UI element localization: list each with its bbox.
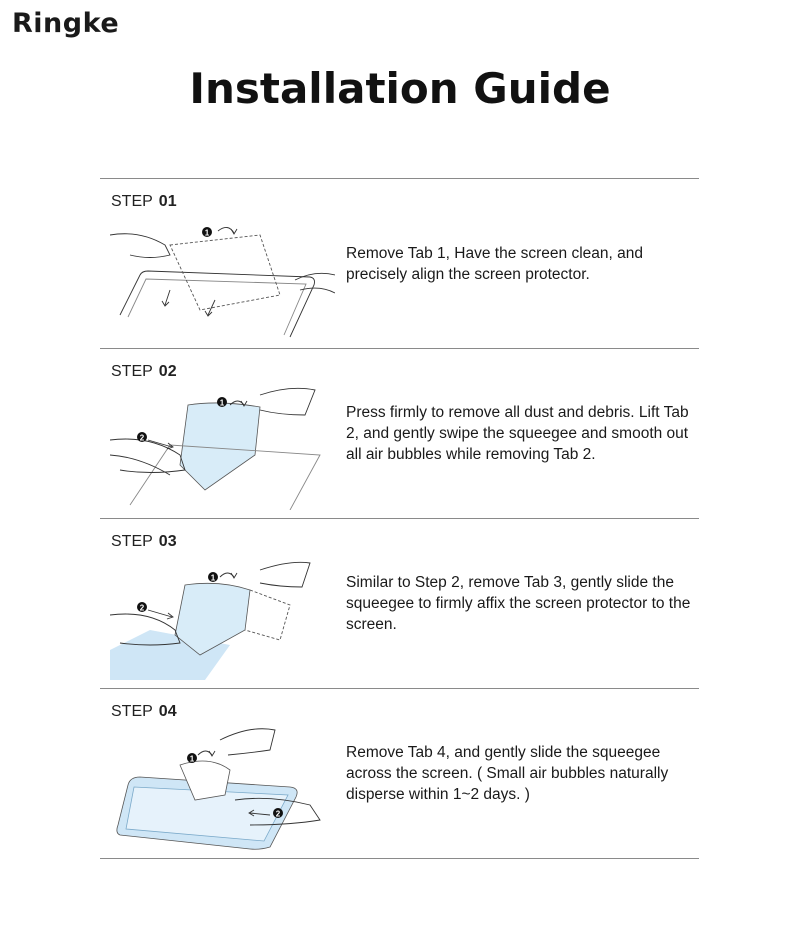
step-2-word: STEP: [111, 363, 153, 380]
marker-1-text: 1: [190, 755, 195, 764]
step-1-text: Remove Tab 1, Have the screen clean, and…: [346, 244, 643, 283]
step-4-word: STEP: [111, 703, 153, 720]
step-3-word: STEP: [111, 533, 153, 550]
step-4-description: Remove Tab 4, and gently slide the squee…: [346, 689, 696, 858]
step-4-illustration: 1 2: [116, 728, 321, 850]
step-3-description: Similar to Step 2, remove Tab 3, gently …: [346, 519, 696, 688]
marker-2-text: 2: [140, 604, 145, 613]
marker-1-text: 1: [211, 574, 216, 583]
step-3-label: STEP 03: [111, 533, 177, 551]
step-3-illustration: 1 2: [110, 561, 311, 680]
step-3-text: Similar to Step 2, remove Tab 3, gently …: [346, 574, 691, 633]
marker-1: [187, 753, 197, 763]
step-1-description: Remove Tab 1, Have the screen clean, and…: [346, 179, 696, 348]
marker-1: [208, 572, 218, 582]
step-1-word: STEP: [111, 193, 153, 210]
steps-list: STEP 01 1 Remove Tab 1, Have the screen c…: [100, 178, 699, 859]
step-2: STEP 02 1 2 Press firmly to remove all du…: [100, 348, 699, 518]
marker-2-text: 2: [140, 434, 145, 443]
step-3: STEP 03 1 2 Similar to Step 2, remove Tab…: [100, 518, 699, 688]
step-4-number: 04: [158, 703, 177, 720]
marker-2-text: 2: [276, 810, 281, 819]
marker-2: [273, 808, 283, 818]
step-2-illustration: 1 2: [110, 387, 321, 510]
step-4-label: STEP 04: [111, 703, 177, 721]
marker-1: [217, 397, 227, 407]
step-1: STEP 01 1 Remove Tab 1, Have the screen c…: [100, 178, 699, 348]
step-1-label: STEP 01: [111, 193, 177, 211]
marker-2: [137, 432, 147, 442]
step-2-description: Press firmly to remove all dust and debr…: [346, 349, 696, 518]
page-title: Installation Guide: [189, 64, 611, 113]
step-1-illustration: 1: [110, 227, 335, 338]
marker-1-text: 1: [220, 399, 225, 408]
marker-1-text: 1: [205, 229, 210, 238]
step-4-text: Remove Tab 4, and gently slide the squee…: [346, 744, 669, 803]
step-3-number: 03: [158, 533, 177, 550]
step-4: STEP 04 1 2 Remove Tab 4, and gently slid…: [100, 688, 699, 859]
marker-1: [202, 227, 212, 237]
step-2-text: Press firmly to remove all dust and debr…: [346, 404, 689, 463]
step-2-label: STEP 02: [111, 363, 177, 381]
step-2-number: 02: [158, 363, 177, 380]
step-1-number: 01: [158, 193, 177, 210]
marker-2: [137, 602, 147, 612]
brand-logo: Ringke: [12, 8, 120, 39]
